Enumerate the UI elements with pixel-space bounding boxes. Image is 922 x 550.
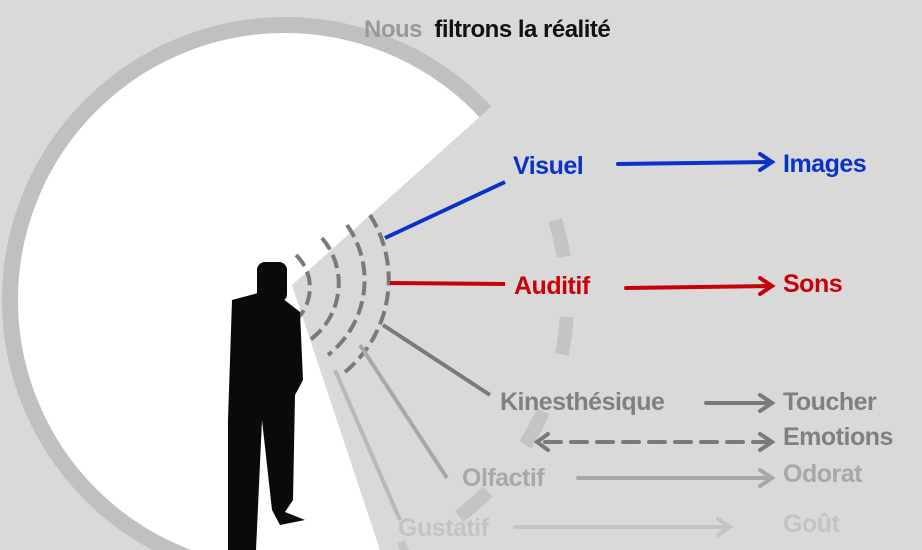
connector-lines — [333, 180, 506, 521]
result-gout: Goût — [783, 510, 840, 538]
result-sons: Sons — [783, 270, 843, 298]
title-part-filtrons: filtrons la réalité — [434, 16, 611, 43]
result-odorat: Odorat — [783, 460, 862, 488]
sense-auditif: Auditif — [514, 272, 590, 300]
sense-visuel: Visuel — [513, 152, 584, 180]
result-emotions: Emotions — [783, 423, 893, 451]
sense-gustatif: Gustatif — [398, 514, 489, 542]
sense-olfactif: Olfactif — [462, 464, 545, 492]
filter-wedge — [292, 0, 922, 550]
page-title: Nous filtrons la réalité — [364, 16, 611, 44]
dashed-filter-arc — [397, 217, 575, 550]
sense-kinesthesique: Kinesthésique — [500, 388, 665, 416]
title-part-nous: Nous — [364, 16, 423, 43]
arrows — [513, 152, 776, 537]
sound-waves — [294, 213, 391, 374]
result-toucher: Toucher — [783, 388, 877, 416]
result-images: Images — [783, 150, 867, 178]
person-silhouette — [228, 262, 305, 550]
